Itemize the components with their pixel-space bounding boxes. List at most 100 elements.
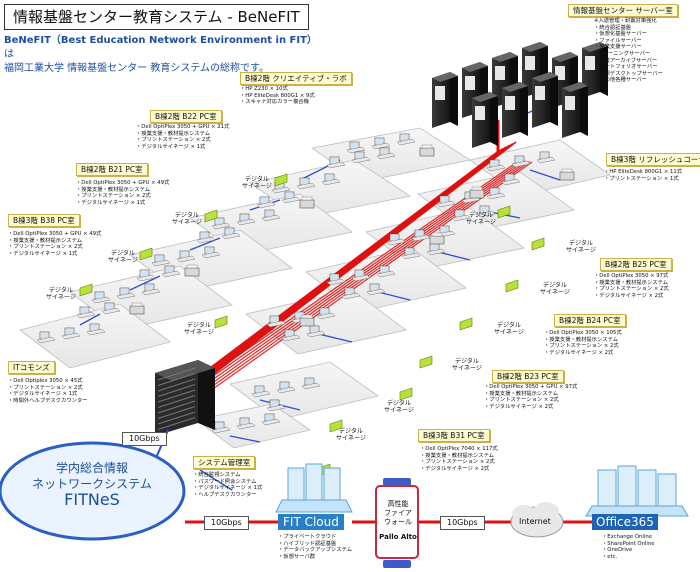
pc-desk-icon: [91, 291, 111, 304]
signage-label-line2: サイネージ: [184, 329, 214, 336]
room-item: ・授業支援・教材提示システム: [420, 452, 494, 459]
signage-label-line1: デジタル: [111, 250, 135, 257]
pc-desk-icon: [211, 421, 231, 434]
room-item: ・デジタルサイネージ × 1式: [8, 250, 78, 257]
signage-label-line2: サイネージ: [540, 289, 570, 296]
printer-icon: [469, 186, 485, 199]
room-item: ・統合監視システム: [193, 472, 241, 478]
server-room-item: ・授業支援サーバー: [594, 44, 642, 51]
subtitle-line2: 福岡工業大学 情報基盤センター 教育システムの総称です。: [4, 63, 270, 74]
fitnes-ellipse[interactable]: [0, 441, 186, 541]
trunk-line: [189, 144, 511, 390]
printer-icon: [559, 168, 575, 181]
pc-desk-icon: [366, 283, 386, 296]
signage-label-line2: サイネージ: [452, 365, 482, 372]
signage-label-line2: サイネージ: [384, 407, 414, 414]
signage-icon: [214, 315, 228, 329]
page-subtitle: BeNeFIT（Best Education Network Environme…: [4, 34, 317, 76]
signage-label: デジタルサイネージ: [336, 428, 366, 442]
trunk-line: [197, 141, 517, 387]
signage-label-line2: サイネージ: [494, 329, 524, 336]
room-item: ・時間外ヘルプデスクカウンター: [8, 397, 88, 404]
room-label-b22: B棟2階 B22 PC室: [150, 110, 222, 123]
fit-cloud-list: ・プライベートクラウド・ハイブリッド認証基盤・データバックアップシステム・仮想サ…: [278, 534, 352, 560]
signage-label-line2: サイネージ: [336, 435, 366, 442]
room-item: ・デジタルサイネージ × 1式: [193, 485, 263, 492]
room-item: ・デジタルサイネージ × 2式: [484, 403, 554, 410]
pc-desk-icon: [261, 209, 281, 222]
switch-port-row: [157, 417, 196, 430]
room-item: ・デジタルサイネージ × 1式: [8, 391, 78, 398]
signage-label-line2: サイネージ: [108, 257, 138, 264]
signage-label-line1: デジタル: [497, 322, 521, 329]
room-item: ・プリントステーション × 2式: [544, 343, 619, 350]
signage-icon: [459, 317, 473, 331]
room-item: ・プリントステーション × 2式: [8, 384, 83, 391]
page-title: 情報基盤センター教育システム - BeNeFIT: [4, 4, 309, 30]
signage-label: デジタルサイネージ: [184, 322, 214, 336]
subtitle-rest: は: [4, 49, 14, 60]
fit-cloud-item: ・ハイブリッド認証基盤: [278, 540, 337, 547]
pc-desk-icon: [401, 247, 421, 260]
trunk-line: [195, 161, 533, 402]
pc-desk-icon: [101, 302, 121, 315]
room-list-b21: ・Dell OptiPlex 3050 + GPU × 49式・授業支援・教材提…: [76, 180, 169, 206]
fitnes-label[interactable]: 学内総合情報 ネットワークシステム FITNeS: [12, 460, 172, 508]
office365-item: ・Exchange Online: [602, 534, 652, 540]
pc-desk-icon: [321, 173, 341, 186]
server-room-item: ・ファイルサーバー: [594, 37, 642, 44]
pc-desk-icon: [141, 283, 161, 296]
server-room-item: ・仮想デスクトップサーバー: [594, 70, 663, 77]
pc-desk-icon: [261, 413, 281, 426]
room-list-it-commons: ・Dell Optiplex 3050 × 45式・プリントステーション × 2…: [8, 378, 87, 404]
signage-label: デジタルサイネージ: [466, 212, 496, 226]
room-item: ・Dell OptiPlex 3050 × 105式: [544, 330, 622, 336]
signage-label-line1: デジタル: [455, 358, 479, 365]
fit-cloud-label[interactable]: FIT Cloud: [278, 514, 344, 530]
pc-desk-icon: [376, 147, 396, 160]
server-room-item: ・その他各種サーバー: [594, 77, 647, 84]
pc-desk-icon: [351, 269, 371, 282]
server-rack-icon: [502, 82, 528, 138]
room-item: ・デジタルサイネージ × 2式: [544, 349, 614, 356]
pc-desk-icon: [36, 331, 56, 344]
pc-desk-icon: [266, 399, 286, 412]
pc-desk-icon: [196, 231, 216, 244]
signage-displays: [79, 173, 545, 477]
branch-link: [259, 399, 301, 411]
fitnes-line2: ネットワークシステム: [32, 477, 152, 491]
printer-icon: [419, 144, 435, 157]
pc-desk-icon: [396, 133, 416, 146]
server-room-item: ・eラーニングサーバー: [594, 50, 651, 57]
printer-icon: [299, 314, 315, 327]
room-item: ・授業支援・教材提示システム: [136, 130, 210, 137]
signage-label-line1: デジタル: [49, 287, 73, 294]
room-label-b23: B棟2階 B23 PC室: [492, 370, 564, 383]
signage-label-line1: デジタル: [187, 322, 211, 329]
room-item: ・デジタルサイネージ × 1式: [136, 143, 206, 150]
room-item: ・プリントステーション × 2式: [594, 286, 669, 293]
room-item: ・HP EliteDesk 800G1 × 9式: [240, 92, 315, 99]
room-item: ・デジタルサイネージ × 2式: [594, 292, 664, 299]
room-label-b22-creative: B棟2階 クリエイティブ・ラボ: [240, 72, 352, 85]
pc-desk-icon: [281, 191, 301, 204]
pc-desk-icon: [86, 323, 106, 336]
fit-cloud-item: ・仮想サーバ群: [278, 553, 316, 560]
pc-desk-icon: [136, 269, 156, 282]
link-speed-internet: 10Gbps: [440, 516, 485, 530]
pc-desk-icon: [376, 265, 396, 278]
signage-icon: [139, 247, 153, 261]
room-item: ・Dell OptiPlex 3050 + GPU × 97式: [484, 384, 578, 390]
signage-icon: [274, 173, 288, 187]
signage-icon: [204, 209, 218, 223]
office365-icon: [585, 465, 689, 517]
pc-terminals: [36, 133, 575, 434]
signage-label: デジタルサイネージ: [46, 287, 76, 301]
office365-label[interactable]: Office365: [592, 514, 658, 530]
server-racks: [432, 42, 608, 148]
pc-desk-icon: [281, 329, 301, 342]
firewall-line2: ファイア: [384, 509, 412, 517]
office365-item: ・SharePoint Online: [602, 540, 655, 547]
pc-desk-icon: [436, 195, 456, 208]
